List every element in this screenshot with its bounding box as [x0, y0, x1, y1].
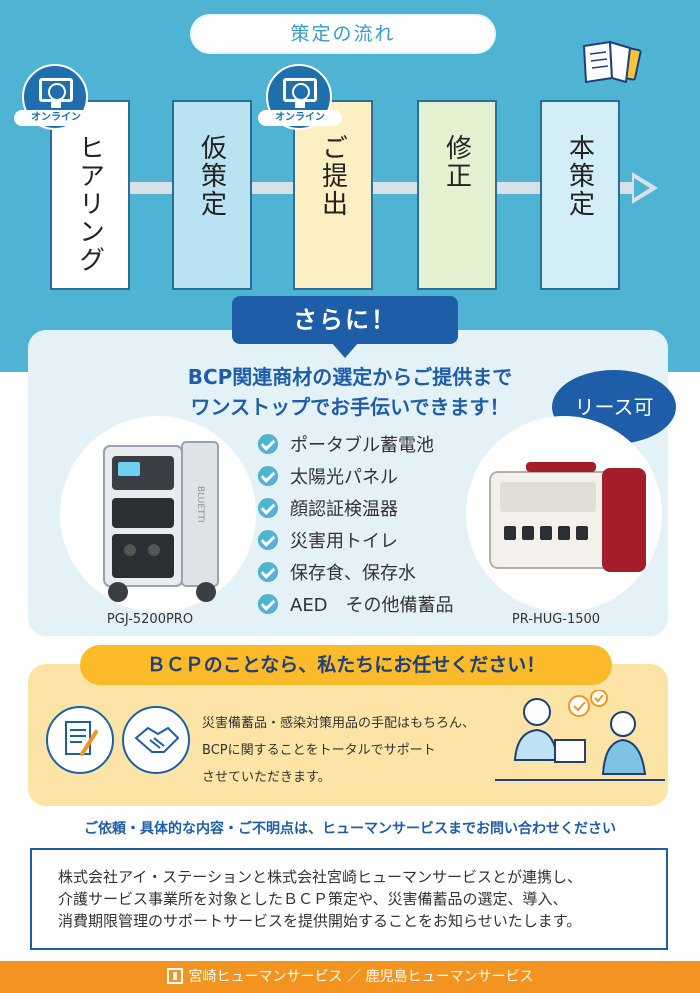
document-pen-icon [46, 706, 114, 774]
product-image-power-unit [466, 416, 662, 612]
flow-step-hearing: ヒアリング [50, 100, 130, 290]
flow-arrow-head-inner [634, 178, 650, 198]
products-headline: BCP関連商材の選定からご提供まで ワンストップでお手伝いできます！ [100, 362, 600, 422]
flow-step-label: 本策定 [564, 134, 595, 218]
product-image-battery: BLUETTI [60, 416, 256, 612]
more-tab-pointer [331, 342, 359, 358]
check-text: 災害用トイレ [290, 531, 398, 552]
notice-line: 消費期限管理のサポートサービスを提供開始することをお知らせいたします。 [58, 912, 582, 930]
monitor-stand [51, 102, 61, 108]
bcp-tab: ＢＣＰのことなら、私たちにお任せください！ [80, 645, 612, 685]
check-text: AED その他備蓄品 [290, 595, 454, 616]
check-text: ポータブル蓄電池 [290, 435, 434, 456]
flow-step-revise: 修正 [417, 100, 497, 290]
check-icon [258, 466, 278, 486]
flow-section: 策定の流れ ヒアリング 仮策定 ご提出 修正 本策定 オンライン オンライン [0, 0, 700, 372]
product-checklist: ポータブル蓄電池 太陽光パネル 顔認証検温器 災害用トイレ 保存食、保存水 AE… [258, 428, 488, 620]
monitor-globe-icon [283, 78, 317, 102]
check-text: 太陽光パネル [290, 467, 398, 488]
online-badge: オンライン [258, 64, 342, 130]
flow-title: 策定の流れ [190, 14, 496, 54]
flow-step-label: 仮策定 [196, 134, 227, 218]
flow-step-final: 本策定 [540, 100, 620, 290]
flow-step-label: ヒアリング [74, 134, 105, 274]
check-icon [258, 562, 278, 582]
list-item: 顔認証検温器 [258, 492, 488, 524]
check-icon [258, 530, 278, 550]
flow-step-draft: 仮策定 [172, 100, 252, 290]
more-tab: さらに！ [232, 296, 458, 344]
portable-battery-icon: BLUETTI [103, 441, 219, 602]
list-item: ポータブル蓄電池 [258, 428, 488, 460]
bcp-text-line: させていただきます。 [202, 770, 331, 785]
power-supply-icon [489, 462, 646, 572]
monitor-globe-icon [39, 78, 73, 102]
list-item: 災害用トイレ [258, 524, 488, 556]
notice-box: 株式会社アイ・ステーションと株式会社宮崎ヒューマンサービスとが連携し、 介護サー… [30, 848, 668, 950]
online-label: オンライン [14, 110, 98, 126]
check-text: 顔認証検温器 [290, 499, 398, 520]
check-icon [258, 498, 278, 518]
notice-line: 介護サービス事業所を対象としたＢＣＰ策定や、災害備蓄品の選定、導入、 [58, 890, 568, 908]
flow-step-label: ご提出 [317, 134, 348, 218]
product-model-left: PGJ-5200PRO [106, 612, 194, 627]
handshake-icon [122, 706, 190, 774]
flow-step-submit: ご提出 [293, 100, 373, 290]
headline-line: ワンストップでお手伝いできます！ [190, 395, 510, 419]
list-item: AED その他備蓄品 [258, 588, 488, 620]
online-label: オンライン [258, 110, 342, 126]
footer-text: 宮崎ヒューマンサービス ／ 鹿児島ヒューマンサービス [188, 969, 534, 985]
bcp-description: 災害備蓄品・感染対策用品の手配はもちろん、 BCPに関することをトータルでサポー… [202, 710, 502, 791]
product-model-right: PR-HUG-1500 [511, 612, 601, 627]
consultation-illustration [495, 690, 665, 781]
battery-brand-text: BLUETTI [195, 486, 205, 523]
online-badge: オンライン [14, 64, 98, 130]
list-item: 太陽光パネル [258, 460, 488, 492]
check-icon [258, 594, 278, 614]
documents-icon [582, 40, 642, 84]
check-icon [258, 434, 278, 454]
check-text: 保存食、保存水 [290, 563, 416, 584]
contact-message: ご依頼・具体的な内容・ご不明点は、ヒューマンサービスまでお問い合わせください [84, 821, 616, 837]
company-logo-icon [166, 968, 183, 984]
bcp-text-line: BCPに関することをトータルでサポート [202, 743, 436, 758]
headline-line: BCP関連商材の選定からご提供まで [187, 365, 513, 389]
bcp-text-line: 災害備蓄品・感染対策用品の手配はもちろん、 [202, 716, 476, 731]
footer-bar: 宮崎ヒューマンサービス ／ 鹿児島ヒューマンサービス [0, 961, 700, 993]
monitor-stand [295, 102, 305, 108]
flow-step-label: 修正 [441, 134, 472, 190]
notice-line: 株式会社アイ・ステーションと株式会社宮崎ヒューマンサービスとが連携し、 [58, 868, 582, 886]
list-item: 保存食、保存水 [258, 556, 488, 588]
